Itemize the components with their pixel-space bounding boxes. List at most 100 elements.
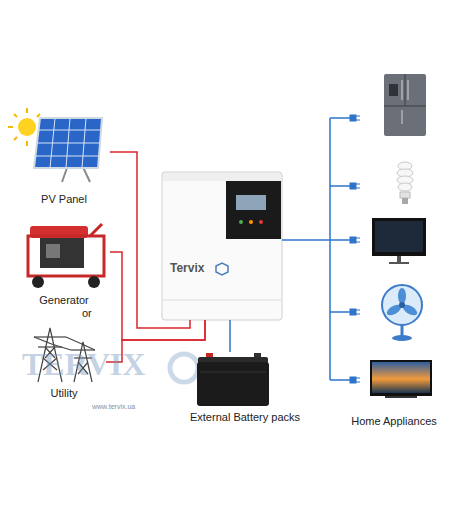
generator-icon <box>88 276 100 288</box>
inverter-housing <box>249 220 253 224</box>
node-label: Home Appliances <box>330 415 458 428</box>
watermark-url: www.tervix.ua <box>92 403 135 410</box>
generator-icon <box>90 224 102 236</box>
solar-panel-icon <box>34 118 102 168</box>
generator-node: Generator <box>18 215 110 307</box>
appliance-bus <box>330 379 350 381</box>
tv-icon <box>385 396 417 398</box>
sun-icon <box>18 118 36 136</box>
battery-icon <box>200 372 266 373</box>
plug-symbol <box>356 238 360 239</box>
monitor-icon <box>375 221 423 252</box>
inverter-housing <box>259 220 263 224</box>
monitor-icon <box>397 256 401 262</box>
plug-symbol <box>350 183 356 189</box>
generator-icon <box>28 224 104 288</box>
bulb-icon <box>397 162 413 204</box>
inverter-housing <box>162 172 282 320</box>
inverter-housing <box>239 220 243 224</box>
fridge-icon <box>384 74 426 136</box>
inverter-box: Tervix <box>162 172 282 320</box>
inverter-housing <box>216 263 228 275</box>
plug-symbol <box>350 115 356 121</box>
fridge-icon <box>402 110 403 124</box>
plug-symbol <box>356 314 360 315</box>
bulb-icon <box>400 192 410 198</box>
watermark-logo <box>170 354 198 382</box>
sun-icon <box>8 126 13 128</box>
tv-icon <box>370 360 432 396</box>
power-input-wire <box>110 252 205 340</box>
fridge-icon <box>402 80 403 100</box>
node-label: Utility <box>22 387 106 400</box>
watermark-logo <box>170 354 198 382</box>
sun-icon <box>37 114 40 117</box>
tv-icon <box>372 362 430 393</box>
plug-symbol <box>356 184 360 185</box>
power-pylon-icon <box>34 336 66 337</box>
bulb-icon <box>398 183 412 191</box>
plug-symbol <box>350 377 356 383</box>
generator-icon <box>32 276 44 288</box>
inverter-housing <box>163 300 281 301</box>
pv-panel-node: PV Panel <box>18 108 110 206</box>
generator-icon <box>40 238 84 268</box>
plug-symbol <box>356 378 360 379</box>
battery-icon <box>197 353 269 406</box>
plug-symbol <box>350 115 360 383</box>
plug-symbol <box>356 310 360 311</box>
monitor-icon <box>372 218 426 264</box>
appliance-bus <box>330 117 350 119</box>
monitor-icon <box>389 262 409 264</box>
battery-icon <box>197 362 269 406</box>
appliance-bus <box>330 118 350 380</box>
solar-panel-icon <box>34 118 102 182</box>
inverter-housing <box>163 173 281 181</box>
inverter-housing <box>226 181 281 239</box>
fridge-icon <box>384 74 426 136</box>
watermark: TERVIX <box>22 348 145 380</box>
sun-icon <box>14 137 17 140</box>
plug-symbol <box>350 309 356 315</box>
tv-icon <box>370 360 432 398</box>
sun-icon <box>14 114 17 117</box>
inverter-housing <box>236 195 266 210</box>
battery-node: External Battery packs <box>180 352 310 424</box>
output-wire <box>282 239 330 241</box>
solar-panel-icon <box>38 143 100 144</box>
appliances-node: Home Appliances <box>330 68 458 428</box>
generator-icon <box>28 236 104 276</box>
node-label: PV Panel <box>18 193 110 206</box>
appliance-bus <box>329 118 331 380</box>
plug-symbol <box>356 382 360 383</box>
bulb-icon <box>402 198 408 204</box>
appliance-bus <box>330 239 350 241</box>
plug-symbol <box>350 237 356 243</box>
sun-icon <box>26 141 28 146</box>
fridge-icon <box>389 84 398 96</box>
appliance-bus <box>330 311 350 313</box>
solar-panel-icon <box>36 156 99 157</box>
fan-icon <box>399 302 405 308</box>
monitor-icon <box>372 218 426 256</box>
fan-icon <box>398 288 406 304</box>
plug-symbol <box>356 116 360 117</box>
plug-symbol <box>356 188 360 189</box>
fridge-icon <box>405 74 406 106</box>
plug-symbol <box>356 242 360 243</box>
connector-word: or <box>82 308 92 319</box>
output-wire <box>229 320 231 352</box>
appliance-bus <box>330 185 350 187</box>
solar-panel-icon <box>36 118 101 168</box>
inverter-housing <box>162 172 282 320</box>
sun-icon <box>26 108 28 113</box>
generator-icon <box>46 244 60 258</box>
fan-icon <box>392 335 412 341</box>
node-label: Generator <box>18 294 110 307</box>
brand-name: Tervix <box>170 261 204 275</box>
node-label: External Battery packs <box>180 411 310 424</box>
